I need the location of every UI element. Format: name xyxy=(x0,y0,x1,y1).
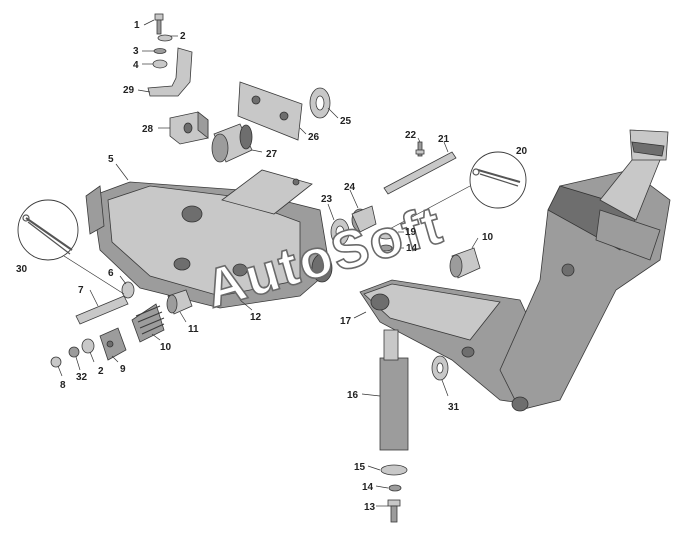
bolt-part-1 xyxy=(154,13,164,35)
steering-housing-assembly xyxy=(499,129,671,412)
lever-arm-part-17 xyxy=(359,279,549,405)
callout-29: 29 xyxy=(123,85,135,96)
callout-14-top: 14 xyxy=(406,243,418,254)
cotter-pin-detail-30 xyxy=(17,199,79,261)
callout-21: 21 xyxy=(438,134,450,145)
washer-part-2-top xyxy=(157,34,173,42)
callout-15: 15 xyxy=(354,462,366,473)
callout-30: 30 xyxy=(16,264,28,275)
callout-20: 20 xyxy=(516,146,528,157)
washer-part-14-bottom xyxy=(388,484,402,492)
callout-2: 2 xyxy=(180,31,186,42)
nut-part-4 xyxy=(152,59,168,69)
callout-9: 9 xyxy=(120,364,126,375)
bolt-part-13 xyxy=(387,499,401,523)
callout-23: 23 xyxy=(321,194,333,205)
bushing-part-10-right xyxy=(449,247,481,279)
callout-14-bottom: 14 xyxy=(362,482,374,493)
callout-16: 16 xyxy=(347,390,359,401)
washer-part-19 xyxy=(378,232,394,240)
callout-19: 19 xyxy=(405,227,417,238)
callout-32: 32 xyxy=(76,372,88,383)
callout-24: 24 xyxy=(344,182,356,193)
pin-part-7 xyxy=(75,295,129,325)
washer-part-31 xyxy=(431,355,449,381)
callout-22: 22 xyxy=(405,130,417,141)
bushing-part-24 xyxy=(351,205,377,233)
rod-part-21 xyxy=(383,151,457,195)
cotter-pin-detail-20 xyxy=(469,151,527,209)
callout-11: 11 xyxy=(188,324,199,335)
pin-part-22 xyxy=(415,141,425,157)
callout-8: 8 xyxy=(60,380,66,391)
washer-part-15 xyxy=(380,464,408,476)
spring-part-10-left xyxy=(131,303,165,343)
washer-part-23 xyxy=(330,218,350,246)
callout-1: 1 xyxy=(134,20,140,31)
callout-6: 6 xyxy=(108,268,114,279)
callout-28: 28 xyxy=(142,124,154,135)
nut-part-8 xyxy=(50,356,62,368)
callout-12: 12 xyxy=(250,312,262,323)
washer-part-6 xyxy=(121,281,135,299)
callout-17: 17 xyxy=(340,316,352,327)
bushing-part-11 xyxy=(166,289,193,315)
callout-13: 13 xyxy=(364,502,376,513)
callout-7: 7 xyxy=(78,285,84,296)
callout-2-bottom: 2 xyxy=(98,366,104,377)
washer-part-3 xyxy=(153,48,167,54)
spacer-block-part-28 xyxy=(169,111,209,145)
bracket-part-9 xyxy=(99,327,127,361)
callout-10-right: 10 xyxy=(482,232,494,243)
callout-26: 26 xyxy=(308,132,320,143)
callout-27: 27 xyxy=(266,149,278,160)
bushing-part-27 xyxy=(211,123,253,163)
callout-25: 25 xyxy=(340,116,352,127)
callout-31: 31 xyxy=(448,402,460,413)
plate-part-26 xyxy=(237,81,303,141)
washer-part-2-bottom xyxy=(81,338,95,354)
shaft-part-16 xyxy=(379,329,409,451)
leader-lines xyxy=(57,19,479,507)
callout-4: 4 xyxy=(133,60,139,71)
main-bracket-part-5 xyxy=(85,169,333,309)
callout-labels: 1 2 3 4 29 28 27 26 25 5 22 21 20 24 23 … xyxy=(16,20,528,513)
callout-5: 5 xyxy=(108,154,114,165)
washer-part-25 xyxy=(309,87,331,119)
callout-10-left: 10 xyxy=(160,342,172,353)
bracket-part-29 xyxy=(147,47,193,97)
callout-3: 3 xyxy=(133,46,139,57)
washer-part-32 xyxy=(68,346,80,358)
